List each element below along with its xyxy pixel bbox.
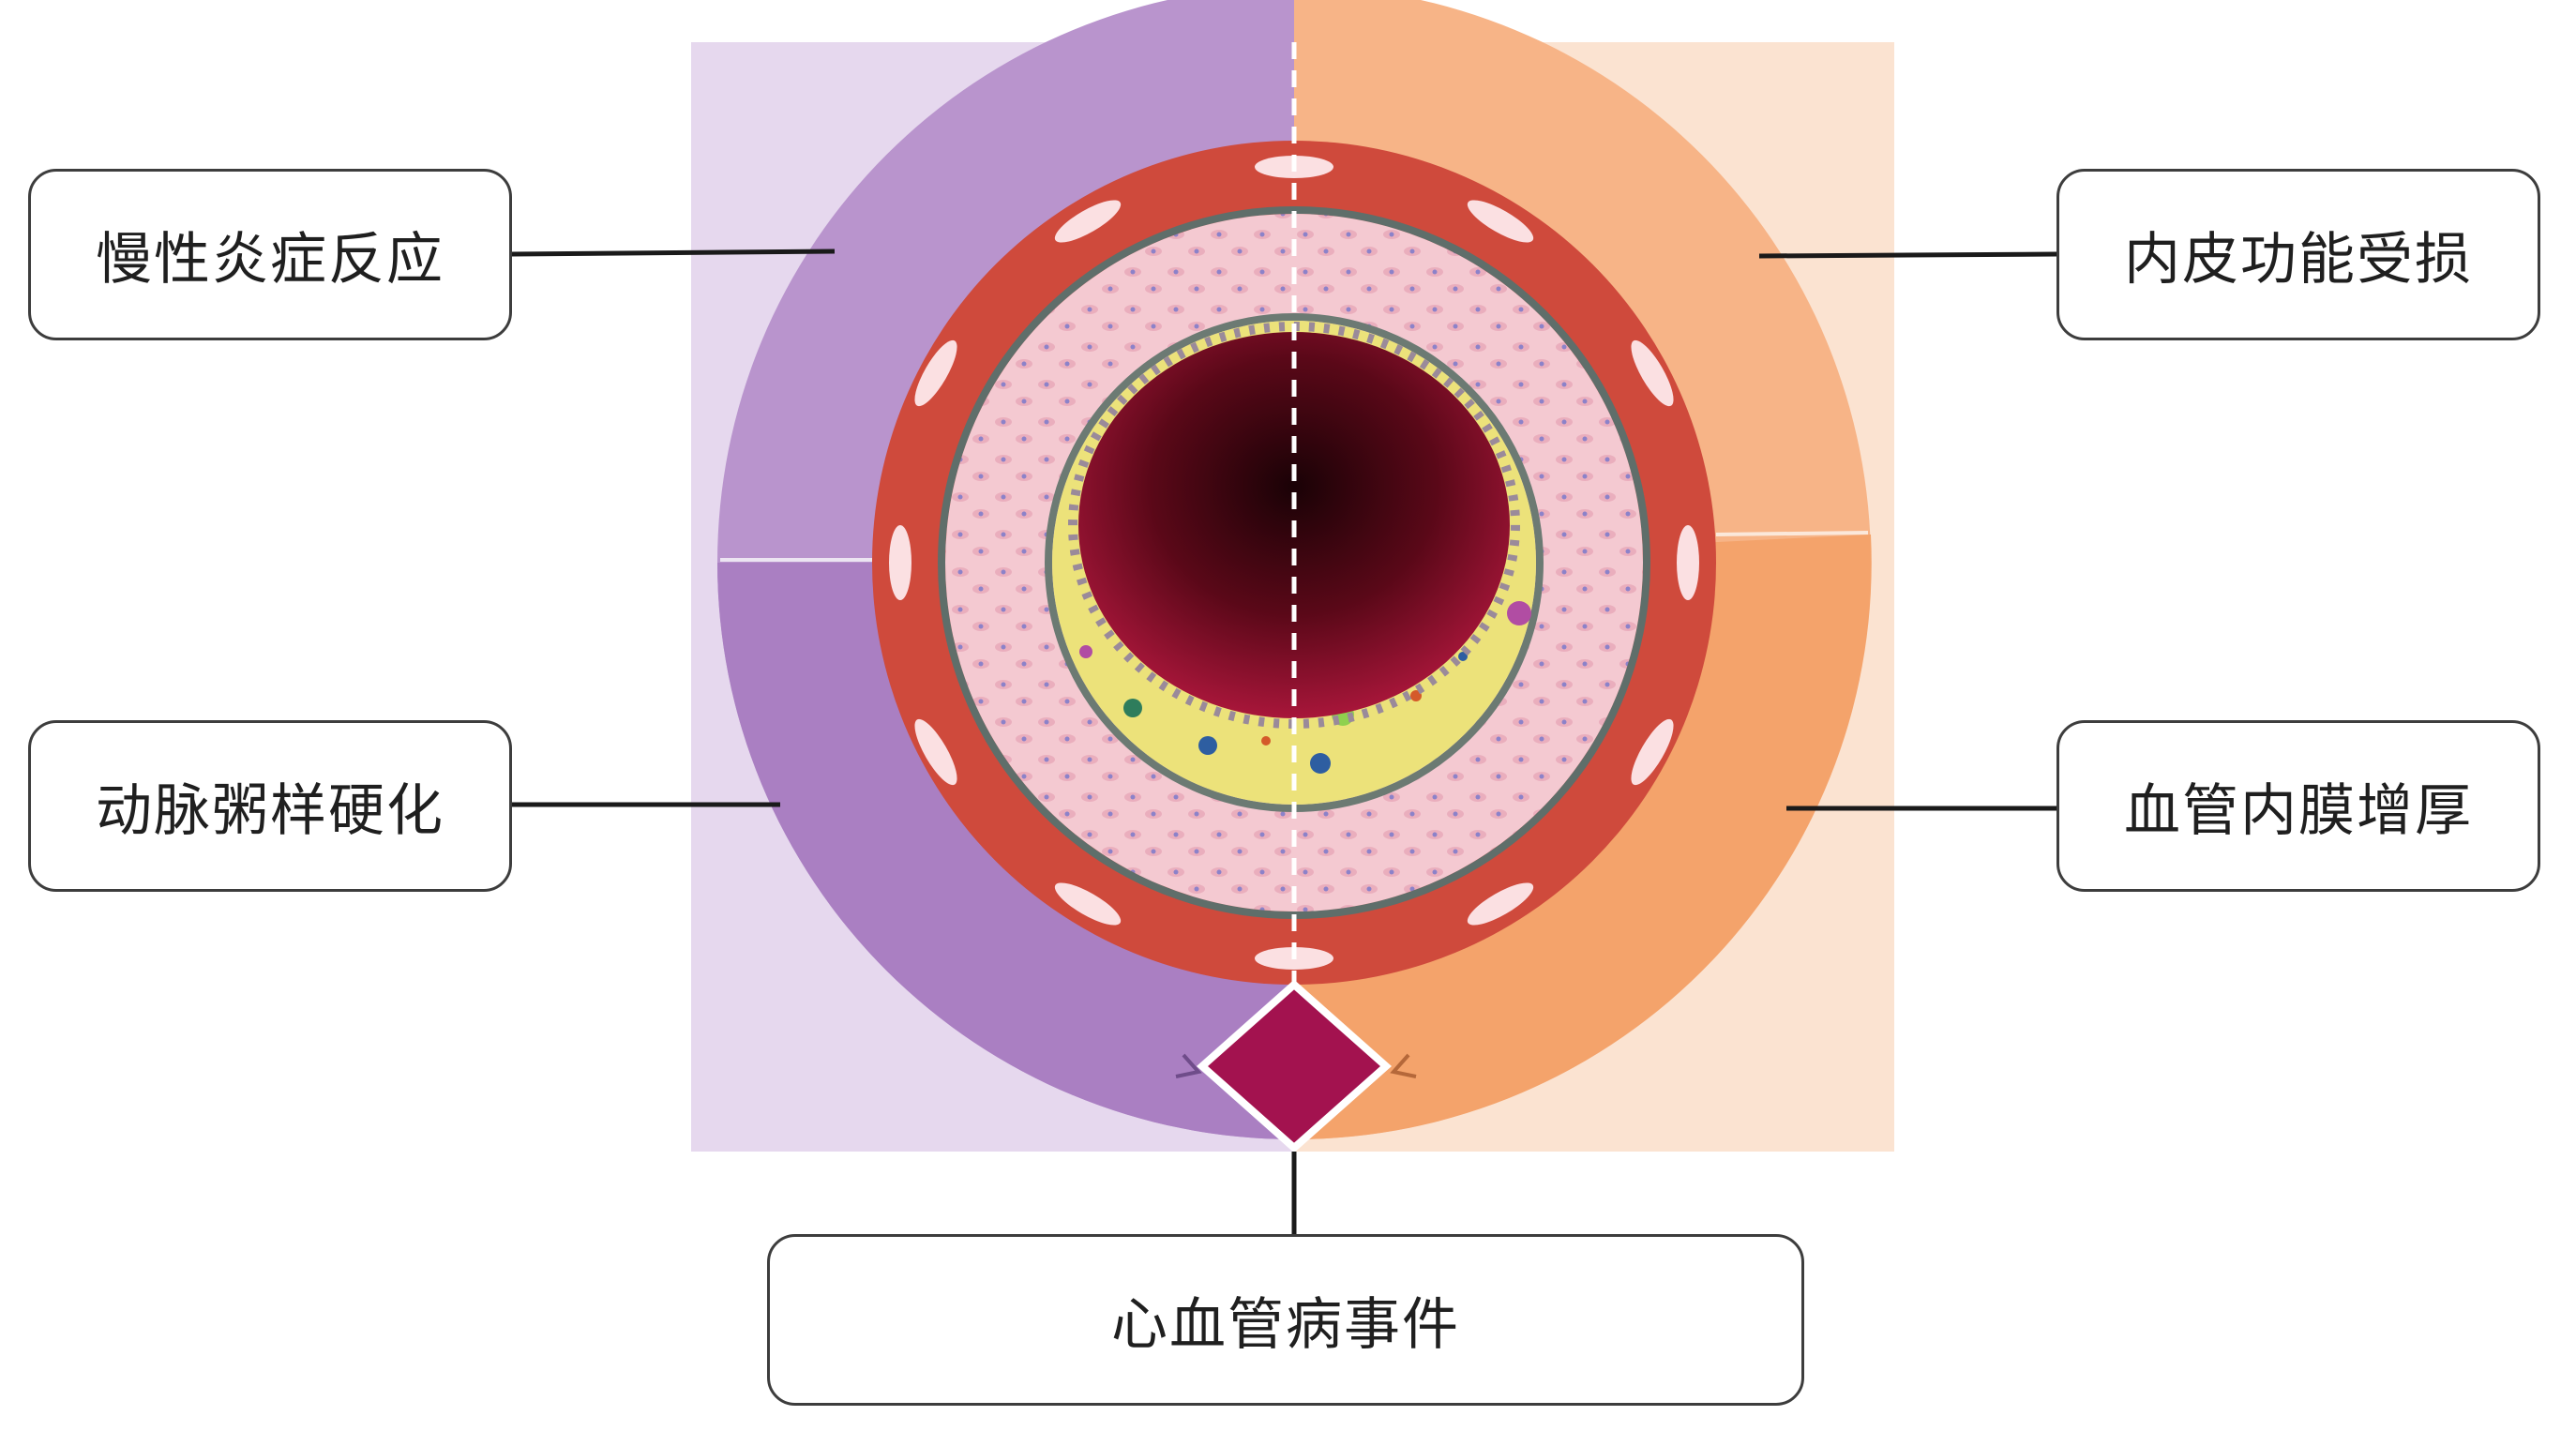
arrow-left-icon	[1175, 1053, 1202, 1078]
intimal-thickening-box: 血管内膜增厚	[2056, 720, 2540, 892]
endothelial-damage-box: 内皮功能受损	[2056, 169, 2540, 340]
connector-lines	[511, 249, 2057, 1234]
adventitia-cells	[889, 156, 1699, 970]
arrow-right-icon	[1390, 1053, 1417, 1078]
endothelial-damage-label: 内皮功能受损	[2124, 227, 2473, 293]
chronic-inflammation-box: 慢性炎症反应	[28, 169, 512, 340]
intimal-thickening-label: 血管内膜增厚	[2124, 778, 2473, 844]
cardiovascular-events-box: 心血管病事件	[767, 1234, 1804, 1406]
atherosclerosis-label: 动脉粥样硬化	[96, 778, 444, 844]
atherosclerosis-box: 动脉粥样硬化	[28, 720, 512, 892]
cvd-diamond	[1196, 979, 1393, 1153]
cardiovascular-events-label: 心血管病事件	[1111, 1292, 1460, 1358]
chronic-inflammation-label: 慢性炎症反应	[96, 227, 444, 293]
